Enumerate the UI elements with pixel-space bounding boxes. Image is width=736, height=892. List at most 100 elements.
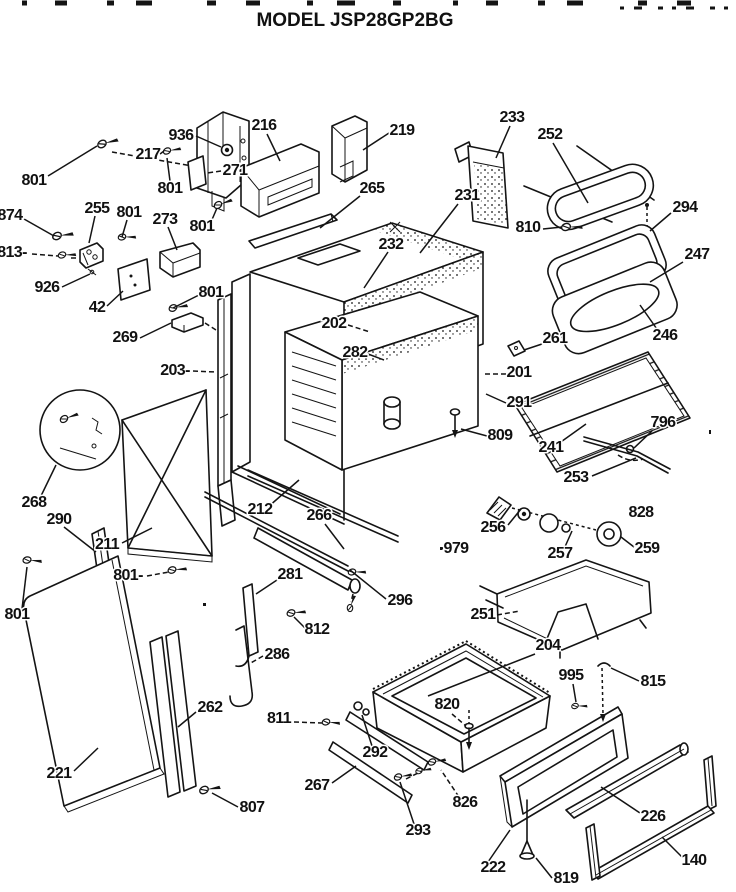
leader-line-267 <box>331 765 357 784</box>
part-label-265: 265 <box>360 180 386 197</box>
slide-rail <box>253 527 361 613</box>
leader-line-801 <box>166 157 171 182</box>
part-label-231: 231 <box>455 187 481 204</box>
screw-icon <box>50 225 75 246</box>
part-label-222: 222 <box>481 859 507 876</box>
backguard-end-box <box>240 143 320 218</box>
trim-bar <box>565 742 689 819</box>
part-label-936: 936 <box>169 127 195 144</box>
leader-line-294 <box>649 212 672 232</box>
part-label-204: 204 <box>536 637 562 654</box>
leader-line-204 <box>427 653 536 697</box>
leader-line-809 <box>460 428 488 437</box>
bottom-frame <box>585 755 717 881</box>
leader-line-247 <box>649 261 684 283</box>
screw-icon <box>166 560 189 579</box>
part-label-219: 219 <box>390 122 416 139</box>
part-label-232: 232 <box>379 236 405 253</box>
part-label-801: 801 <box>22 172 48 189</box>
leader-line-140 <box>661 836 684 859</box>
part-label-290: 290 <box>47 511 73 528</box>
leader-line-819 <box>535 857 553 879</box>
leader-line-202 <box>347 324 371 333</box>
side-panel-left <box>22 555 165 813</box>
leader-line-801 <box>146 571 170 577</box>
leader-line-241 <box>557 423 587 445</box>
grommet <box>220 143 234 157</box>
oven-liner <box>284 291 479 471</box>
part-label-820: 820 <box>435 696 461 713</box>
part-label-811: 811 <box>267 710 292 727</box>
leader-line-252 <box>552 142 589 204</box>
part-label-140: 140 <box>682 852 708 869</box>
part-label-257: 257 <box>548 545 574 562</box>
part-label-292: 292 <box>363 744 389 761</box>
leader-line-281 <box>255 579 278 595</box>
part-label-826: 826 <box>453 794 479 811</box>
part-label-266: 266 <box>307 507 333 524</box>
leader-line-291 <box>485 393 507 404</box>
drawer-slide-rail-lower <box>328 741 413 804</box>
part-label-261: 261 <box>543 330 569 347</box>
leader-line-231 <box>419 203 459 254</box>
storage-drawer-body <box>372 640 551 773</box>
leader-line-262 <box>177 711 197 728</box>
part-label-202: 202 <box>322 315 348 332</box>
leader-line-820 <box>451 713 467 727</box>
part-label-282: 282 <box>343 344 369 361</box>
leader-line-212 <box>267 479 300 508</box>
leader-line-268 <box>39 464 57 499</box>
part-label-801: 801 <box>5 606 31 623</box>
leader-lines-group <box>21 125 684 879</box>
hinge-bracket <box>79 242 104 269</box>
leader-line-219 <box>362 132 390 151</box>
leader-line-221 <box>73 747 99 772</box>
part-label-812: 812 <box>305 621 331 638</box>
part-label-819: 819 <box>554 870 580 887</box>
broil-element <box>523 145 655 231</box>
leader-line-801 <box>172 292 204 309</box>
part-label-252: 252 <box>538 126 564 143</box>
leader-line-271 <box>206 170 222 174</box>
leader-line-815 <box>610 667 640 682</box>
body-front-frame <box>217 293 236 527</box>
assembly-dash-line <box>405 770 423 780</box>
small-screw <box>87 268 97 276</box>
part-label-251: 251 <box>471 606 497 623</box>
broiler-pan <box>551 261 678 355</box>
trim-strip <box>248 213 338 249</box>
leader-line-826 <box>440 769 460 798</box>
detail-circle <box>39 389 121 471</box>
part-label-256: 256 <box>481 519 507 536</box>
leader-line-874 <box>23 218 55 237</box>
part-label-815: 815 <box>641 673 667 690</box>
part-label-253: 253 <box>564 469 590 486</box>
leader-line-296 <box>349 569 387 600</box>
part-label-259: 259 <box>635 540 661 557</box>
part-label-211: 211 <box>95 536 120 553</box>
leader-line-226 <box>600 786 641 814</box>
leader-line-251 <box>496 610 521 616</box>
door-bottom-trim <box>204 491 368 580</box>
leader-line-801 <box>121 219 128 238</box>
spacer-plate <box>187 155 207 191</box>
body-bottom-rail <box>247 469 399 543</box>
leader-line-926 <box>61 273 91 288</box>
screw-icon <box>320 715 341 730</box>
door-outer-panel <box>121 389 213 563</box>
leader-line-257 <box>563 530 573 550</box>
part-label-296: 296 <box>388 592 414 609</box>
part-label-801: 801 <box>190 218 216 235</box>
leader-line-810 <box>542 226 563 230</box>
part-label-268: 268 <box>22 494 48 511</box>
assembly-dash-line <box>111 151 193 167</box>
part-label-216: 216 <box>252 117 278 134</box>
leader-line-255 <box>88 215 96 244</box>
leader-line-233 <box>495 125 511 159</box>
bake-element <box>479 559 652 659</box>
leader-line-286 <box>248 655 264 665</box>
part-label-801: 801 <box>117 204 143 221</box>
leader-line-222 <box>487 829 511 863</box>
